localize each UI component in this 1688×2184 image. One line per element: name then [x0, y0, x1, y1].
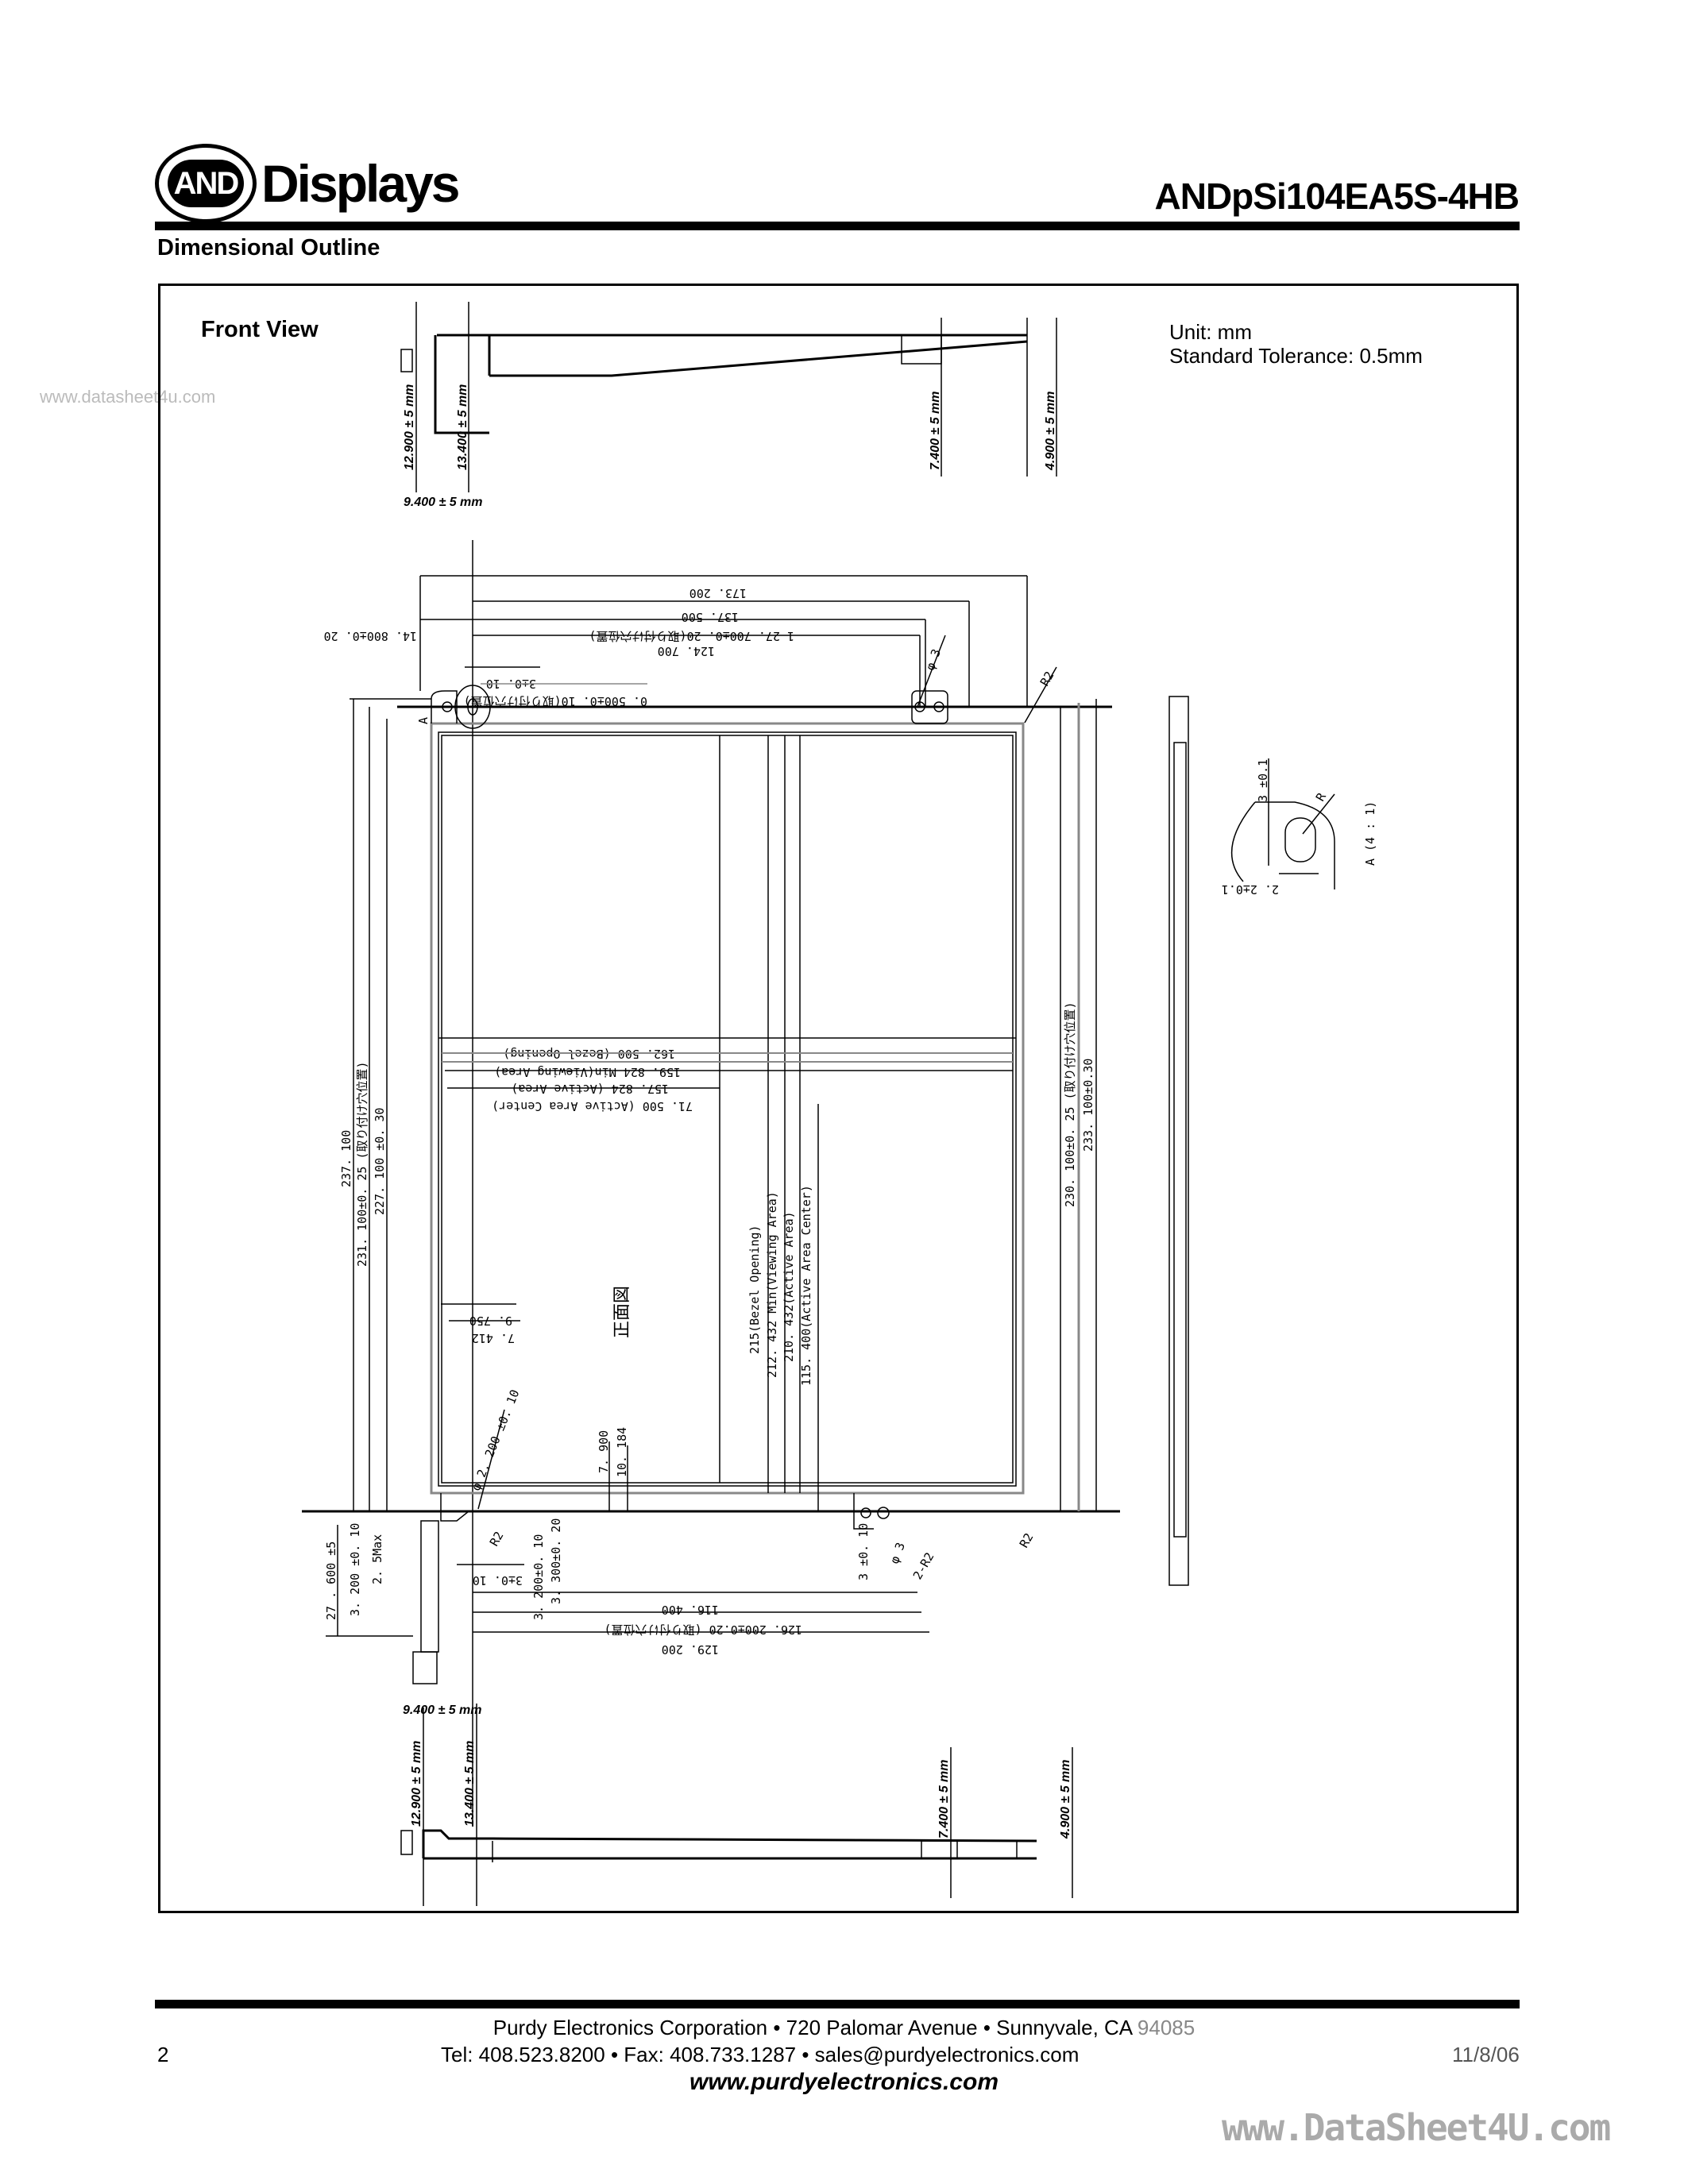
dim-7412: 7. 412 [472, 1331, 515, 1345]
watermark-link[interactable]: www.datasheet4u.com [40, 387, 216, 407]
dim-13400-bottom: 13.400 ± 5 mm [463, 1741, 477, 1827]
dim-phi2200: φ 2. 200 ±0. 10 [469, 1387, 522, 1492]
dim-3-right: 3 ±0. 10 [856, 1523, 871, 1580]
dim-active-v: 210. 432(Active Area) [782, 1211, 796, 1362]
dim-center-v: 115. 400(Active Area Center) [799, 1185, 813, 1386]
dim-233100: 233. 100±0.30 [1081, 1059, 1095, 1152]
dim-active-area: 157. 824 (Active Area) [511, 1082, 669, 1096]
r2-right-label: R2 [1017, 1530, 1037, 1550]
logo-mark: AND [155, 143, 257, 223]
detail-a-title: A (4 : 1) [1363, 801, 1377, 866]
dim-bezel-v: 215(Bezel Opening) [747, 1225, 762, 1354]
left-dimensions: 237. 100 231. 100±0. 25 (取り付け穴位置) 227. 1… [339, 698, 431, 1511]
dim-2-5max: 2. 5Max [370, 1534, 384, 1584]
dim-3200-left: 3. 200 ±0. 10 [348, 1523, 362, 1616]
logo-text: Displays [261, 153, 460, 213]
r2-left-label: R2 [487, 1529, 507, 1549]
unit-label: Unit: mm [1169, 320, 1252, 344]
bottom-side-view: 9.400 ± 5 mm 12.900 ± 5 mm 13.400 ± 5 mm… [400, 1704, 1073, 1906]
dim-27600: 27 . 600 ±5 [324, 1542, 338, 1620]
detail-a-marker: A [416, 717, 431, 724]
drawing-frame [158, 284, 1519, 1913]
detail-dim-3: 3 ±0.1 [1256, 759, 1270, 802]
dim-14800: 14. 800±0. 20 [324, 629, 417, 643]
dim-124700: 124. 700 [658, 644, 715, 658]
dim-126200: 126. 200±0.20 (取り付け穴位置) [605, 1623, 803, 1637]
front-view-jp-label: 正面図 [612, 1286, 632, 1338]
dim-4900-bottom: 4.900 ± 5 mm [1059, 1759, 1072, 1839]
phi3-bottom-label: φ 3 [887, 1541, 908, 1566]
dim-127700: 1 27. 700±0. 20(取り付け穴位置) [589, 629, 794, 643]
dim-7900: 7. 900 [597, 1430, 611, 1473]
footer-rule [155, 2000, 1520, 2008]
top-side-view: 12.900 ± 5 mm 13.400 ± 5 mm 7.400 ± 5 mm… [400, 302, 1057, 509]
dim-129200: 129. 200 [662, 1642, 719, 1657]
center-dimensions: 215(Bezel Opening) 212. 432 Min(Viewing … [747, 1185, 813, 1386]
2-r2-label: 2-R2 [910, 1550, 937, 1582]
footer-date: 11/8/06 [1452, 2043, 1520, 2066]
section-title: Dimensional Outline [157, 235, 380, 260]
dim-230100: 230. 100±0. 25 (取り付け穴位置) [1063, 1001, 1077, 1207]
dim-7400: 7.400 ± 5 mm [929, 391, 942, 470]
dim-3300: 3. 300±0. 20 [549, 1518, 563, 1604]
page-number: 2 [157, 2043, 169, 2066]
header-rule [155, 222, 1520, 230]
logo-mark-text: AND [167, 159, 245, 207]
tolerance-label: Standard Tolerance: 0.5mm [1169, 344, 1423, 368]
dim-116400: 116. 400 [662, 1603, 719, 1617]
model-number: ANDpSi104EA5S-4HB [1154, 176, 1520, 217]
dim-173200: 173. 200 [689, 586, 747, 600]
dim-viewing-area: 159. 824 Min(Viewing Area) [494, 1065, 681, 1079]
dim-12900-bottom: 12.900 ± 5 mm [410, 1741, 423, 1827]
right-side-view: 3 ±0.1 R 2. 2±0.1 A (4 : 1) [1168, 696, 1377, 1586]
footer-website-link[interactable]: www.purdyelectronics.com [689, 2069, 999, 2095]
right-dimensions: 230. 100±0. 25 (取り付け穴位置) 233. 100±0.30 [1060, 699, 1097, 1511]
dim-7400-bottom: 7.400 ± 5 mm [937, 1759, 951, 1839]
dim-10184: 10. 184 [615, 1427, 629, 1477]
watermark-datasheet4u[interactable]: www.DataSheet4U.com [1222, 2106, 1611, 2149]
dim-12900: 12.900 ± 5 mm [403, 384, 416, 470]
and-displays-logo: AND Displays [155, 141, 460, 225]
dim-active-area-center: 71. 500 (Active Area Center) [492, 1099, 693, 1113]
dim-9400: 9.400 ± 5 mm [404, 496, 483, 509]
dim-4900: 4.900 ± 5 mm [1044, 391, 1057, 471]
front-panel [302, 685, 1120, 1684]
dim-13400: 13.400 ± 5 mm [456, 384, 469, 470]
footer-zip: 94085 [1137, 2016, 1196, 2039]
top-dimensions: 173. 200 137. 500 1 27. 700±0. 20(取り付け穴位… [324, 540, 1057, 1827]
dim-137500: 137. 500 [682, 610, 739, 624]
dim-231100: 231. 100±0. 25 (取り付け穴位置) [355, 1061, 369, 1267]
footer-address-text: Purdy Electronics Corporation • 720 Palo… [492, 2016, 1138, 2039]
footer-contact: Tel: 408.523.8200 • Fax: 408.733.1287 • … [441, 2043, 1080, 2066]
footer-address: Purdy Electronics Corporation • 720 Palo… [0, 2016, 1688, 2040]
bottom-dimensions: φ 2. 200 ±0. 10 7. 900 10. 184 27 . 600 … [324, 1387, 1036, 1657]
dim-0500: 0. 500±0. 10(取り付け穴位置) [464, 694, 647, 708]
dim-viewing-v: 212. 432 Min(Viewing Area) [765, 1191, 779, 1378]
dim-9400-bottom: 9.400 ± 5 mm [403, 1704, 482, 1717]
detail-r-label: R [1313, 789, 1330, 804]
front-view-title: Front View [201, 317, 319, 342]
dim-3200-bottom: 3. 200±0. 10 [531, 1534, 546, 1620]
mid-dimensions: 162. 500 (Bezel Opening) 159. 824 Min(Vi… [438, 1037, 1016, 1345]
dim-237100: 237. 100 [339, 1130, 353, 1187]
detail-dim-22: 2. 2±0.1 [1222, 882, 1279, 897]
dim-227100: 227. 100 ±0. 30 [373, 1108, 387, 1215]
phi3-label: φ 3 [923, 647, 944, 673]
dim-3-bottom: 3±0. 10 [473, 1573, 523, 1588]
